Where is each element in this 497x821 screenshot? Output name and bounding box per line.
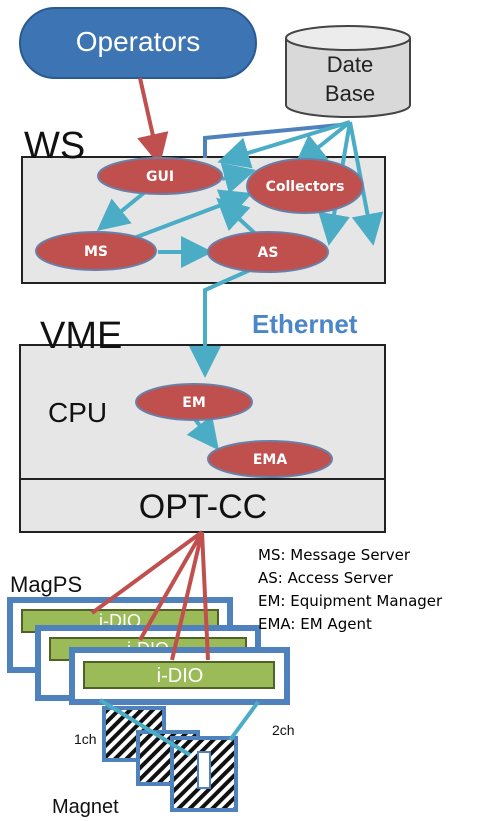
ch1-label: 1ch [74,731,97,747]
ethernet-label: Ethernet [252,309,358,339]
ws-label: WS [24,125,85,167]
collectors-node: Collectors [246,158,364,214]
as-node: AS [207,231,329,273]
arrow-em-ema [186,415,219,451]
arrow-gui-collectors [220,162,256,194]
legend-item-as: AS: Access Server [258,569,394,587]
link-optcc-magps-3 [170,531,204,661]
cpu-label: CPU [48,397,107,428]
arrow-operators-gui [137,77,169,166]
legend-item-ema: EMA: EM Agent [258,615,372,633]
idio-label-front: i-DIO [157,665,204,687]
link-optcc-magps-2 [138,531,204,641]
cable-1ch [98,698,192,757]
optcc-label: OPT-CC [139,488,267,526]
magnet-icon [102,706,238,812]
arrow-db-gui [217,120,351,169]
ema-label: EMA [253,452,287,468]
magps-unit-front: i-DIO [69,647,290,705]
magnet-label: Magnet [52,796,119,818]
cable-2ch [228,700,260,742]
operators-label: Operators [76,26,201,57]
arrow-gui-ms [96,186,152,232]
collectors-label: Collectors [266,179,345,195]
link-optcc-magps-1 [90,530,204,615]
db-link-frame [203,122,351,158]
vme-label: VME [40,315,122,357]
arrow-db-collectors [293,120,352,167]
legend-item-ms: MS: Message Server [258,546,411,564]
legend-item-em: EM: Equipment Manager [258,592,443,610]
link-optcc-magps-4 [200,531,210,661]
em-node: EM [135,383,253,421]
legend: MS: Message Server AS: Access Server EM:… [258,546,443,633]
database-label-1: Date [327,52,373,77]
database-icon: Date Base [285,25,411,118]
ch2-label: 2ch [272,722,295,738]
ema-node: EMA [207,440,333,478]
ms-node: MS [35,231,157,271]
gui-label: GUI [146,169,174,185]
optcc-box [19,478,386,533]
em-label: EM [182,395,206,411]
ms-label: MS [84,244,108,260]
database-label-2: Base [325,81,375,106]
gui-node: GUI [97,157,223,195]
operators-node: Operators [19,7,257,79]
magps-label: MagPS [10,572,82,597]
arrow-as-em [189,268,251,378]
as-label: AS [258,245,279,261]
